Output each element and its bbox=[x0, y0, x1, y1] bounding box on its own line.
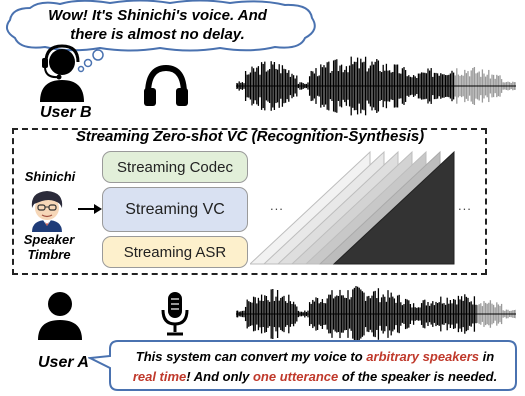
speaker-label-2: Timbre bbox=[27, 247, 71, 262]
speech-bubble-bottom bbox=[88, 340, 517, 391]
streaming-asr-module: Streaming ASR bbox=[102, 236, 248, 268]
waveform-user-a bbox=[236, 286, 516, 342]
ellipsis-left: ... bbox=[270, 198, 284, 213]
ellipsis-right: ... bbox=[458, 198, 472, 213]
streaming-codec-module: Streaming Codec bbox=[102, 151, 248, 183]
streaming-asr-label: Streaming ASR bbox=[123, 243, 227, 261]
thought-trail bbox=[77, 49, 104, 73]
bubble-top-line2: there is almost no delay. bbox=[70, 26, 245, 43]
bubble-top-line1: Wow! It's Shinichi's voice. And bbox=[48, 7, 267, 24]
bubble-text-part2: in bbox=[479, 349, 495, 364]
speech-bubble-text: This system can convert my voice to arbi… bbox=[110, 347, 520, 387]
vc-system-frame bbox=[12, 128, 487, 275]
streaming-vc-label: Streaming VC bbox=[125, 200, 225, 218]
arrow-right-icon bbox=[78, 204, 102, 214]
speaker-avatar-icon bbox=[31, 191, 63, 232]
user-icon bbox=[38, 292, 82, 340]
streaming-codec-label: Streaming Codec bbox=[117, 158, 233, 176]
user-b-label: User B bbox=[40, 104, 92, 121]
highlight-one-utterance: one utterance bbox=[252, 369, 339, 384]
bubble-text-part4: of the speaker is needed. bbox=[338, 369, 498, 384]
streaming-vc-module: Streaming VC bbox=[102, 187, 248, 232]
streaming-chunks-diagram bbox=[250, 150, 455, 265]
waveform-user-b bbox=[236, 56, 516, 116]
thought-bubble-top: Wow! It's Shinichi's voice. And there is… bbox=[0, 0, 320, 52]
cloud-shape bbox=[5, 0, 316, 52]
speaker-label-1: Speaker bbox=[23, 232, 75, 247]
bubble-text-part3: ! And only bbox=[186, 369, 253, 384]
microphone-icon bbox=[161, 292, 189, 336]
vc-system-title: Streaming Zero-shot VC (Recognition-Synt… bbox=[75, 128, 425, 145]
user-headset-icon bbox=[40, 44, 84, 102]
highlight-arbitrary-speakers: arbitrary speakers bbox=[366, 349, 480, 364]
speaker-name-label: Shinichi bbox=[24, 169, 76, 184]
bubble-text-part1: This system can convert my voice to bbox=[135, 349, 367, 364]
headphones-icon bbox=[144, 64, 188, 106]
user-a-label: User A bbox=[38, 354, 89, 371]
highlight-real-time: real time bbox=[132, 369, 187, 384]
